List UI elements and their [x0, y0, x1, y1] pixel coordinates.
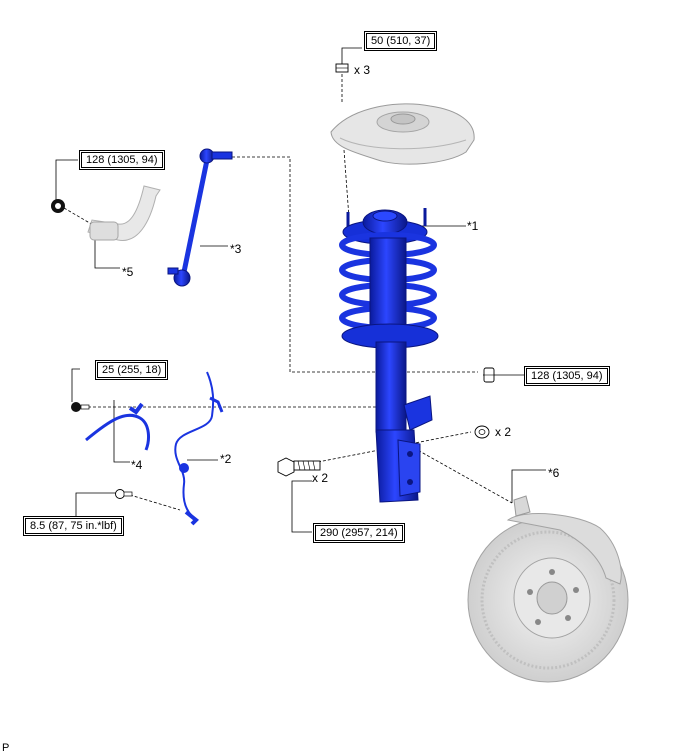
callout-4: *4 [131, 458, 143, 472]
speed-sensor-wire [174, 371, 224, 526]
torque-spec-text: 25 (255, 18) [97, 362, 167, 378]
shock-absorber-assembly [339, 208, 439, 503]
quantity-knuckle-bolt: x 2 [312, 471, 329, 485]
upper-nut-icon [335, 63, 349, 73]
knuckle-bolt-icon [277, 457, 321, 477]
quantity-upper-nut: x 3 [354, 63, 371, 77]
corner-mark: P [2, 742, 10, 754]
callout-2: *2 [220, 452, 232, 466]
torque-spec-lower-link: 128 (1305, 94) [524, 366, 610, 386]
torque-spec-text: 128 (1305, 94) [526, 368, 608, 384]
torque-spec-upper-nut: 50 (510, 37) [364, 31, 438, 51]
link-nut-icon [483, 367, 495, 383]
callout-5: *5 [122, 265, 134, 279]
brake-disc-and-knuckle [467, 495, 629, 683]
torque-spec-stabilizer-link: 128 (1305, 94) [79, 150, 165, 170]
hose-bolt-icon [71, 402, 90, 412]
torque-spec-text: 290 (2957, 214) [315, 525, 403, 541]
callout-3: *3 [230, 242, 242, 256]
stabilizer-nut-icon [51, 199, 65, 213]
torque-spec-flexible-hose: 25 (255, 18) [95, 360, 169, 380]
torque-spec-text: 128 (1305, 94) [81, 152, 163, 168]
callout-6: *6 [548, 466, 560, 480]
knuckle-nut-icon [474, 425, 490, 439]
leader-lines [55, 47, 546, 533]
callout-1: *1 [467, 219, 479, 233]
stabilizer-link [167, 148, 233, 287]
stabilizer-bar [87, 185, 161, 241]
sensor-bolt-icon [115, 489, 133, 499]
torque-spec-text: 50 (510, 37) [366, 33, 436, 49]
upper-support [330, 103, 475, 165]
flexible-hose [85, 402, 150, 451]
torque-spec-knuckle-bolt: 290 (2957, 214) [313, 523, 405, 543]
torque-spec-text: 8.5 (87, 75 in.*lbf) [25, 518, 122, 534]
quantity-lower-nut: x 2 [495, 425, 512, 439]
torque-spec-speed-sensor: 8.5 (87, 75 in.*lbf) [23, 516, 124, 536]
